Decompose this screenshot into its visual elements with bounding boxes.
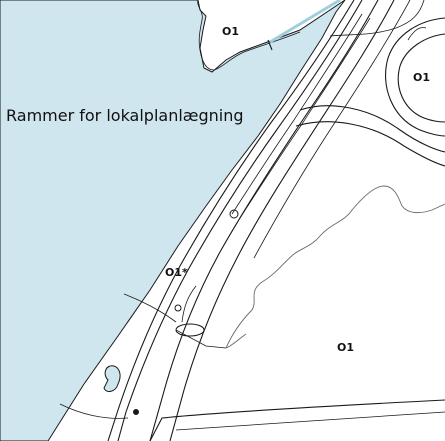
road-center (149, 0, 379, 441)
ramp-east-2 (295, 121, 445, 167)
interchange-loop-inner (397, 33, 445, 123)
pier-edge (267, 39, 273, 51)
ramp-east (299, 105, 445, 153)
road-east-lane (169, 0, 395, 441)
zone-label-o1-south: O1 (337, 341, 354, 354)
node-marker-2 (174, 304, 182, 312)
crossing-path (175, 329, 227, 349)
path-west-1 (123, 293, 177, 323)
zone-boundary-2 (225, 333, 247, 349)
road-east-edge (253, 0, 411, 259)
road-west-edge (107, 0, 355, 441)
water-area (0, 0, 346, 441)
rail-line-1 (231, 13, 363, 215)
path-west-2 (59, 403, 129, 419)
pond (103, 365, 121, 392)
coastline (197, 0, 301, 71)
south-road (149, 399, 445, 441)
node-marker-3 (133, 409, 139, 415)
interchange-loop (385, 17, 445, 137)
south-road-2 (175, 411, 445, 431)
pier (269, 0, 341, 44)
ramp-north (329, 0, 425, 37)
zone-label-o1-star: O1* (165, 266, 188, 279)
zone-label-o1-north: O1 (222, 25, 239, 38)
road-west-lane (117, 0, 363, 441)
zone-label-o1-east: O1 (413, 71, 430, 84)
map-title: Rammer for lokalplanlægning (6, 106, 244, 125)
underpass (175, 323, 205, 337)
zone-boundary (225, 185, 445, 349)
path-west-3 (181, 285, 197, 323)
ramp-loop-connector (407, 27, 427, 41)
node-marker (229, 209, 239, 219)
